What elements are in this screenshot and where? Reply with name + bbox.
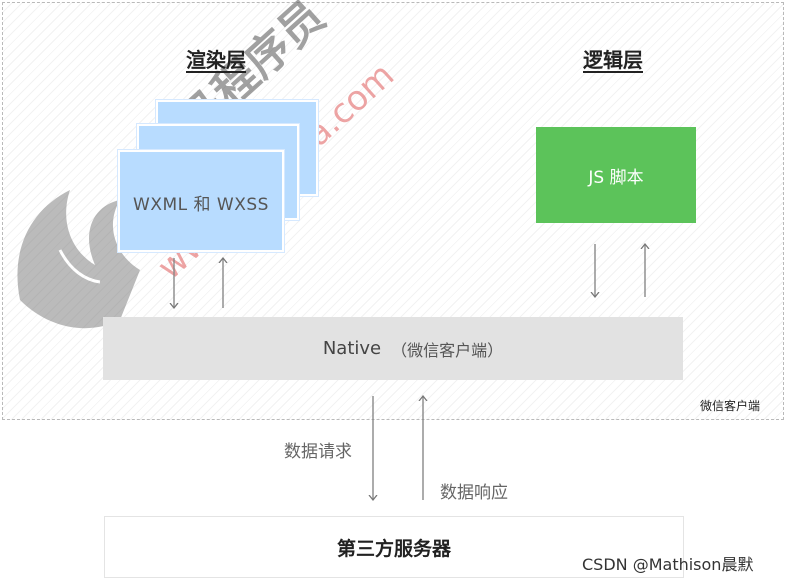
server-label: 第三方服务器: [336, 537, 451, 560]
render-layer-title: 渲染层: [186, 48, 246, 72]
csdn-watermark: CSDN @Mathison晨默: [582, 555, 754, 574]
logic-layer-title: 逻辑层: [583, 48, 643, 72]
logic-box-label: JS 脚本: [588, 167, 644, 188]
native-box: Native （微信客户端）: [103, 317, 683, 380]
third-party-server-box: 第三方服务器: [104, 516, 684, 578]
response-label: 数据响应: [440, 483, 508, 503]
native-sub-label: （微信客户端）: [391, 340, 504, 360]
render-box-label: WXML 和 WXSS: [133, 195, 269, 215]
render-card-front: WXML 和 WXSS: [118, 150, 284, 252]
logic-js-box: JS 脚本: [536, 127, 696, 223]
native-label: Native: [322, 338, 382, 359]
request-label: 数据请求: [284, 442, 352, 462]
client-frame-label: 微信客户端: [700, 399, 761, 413]
